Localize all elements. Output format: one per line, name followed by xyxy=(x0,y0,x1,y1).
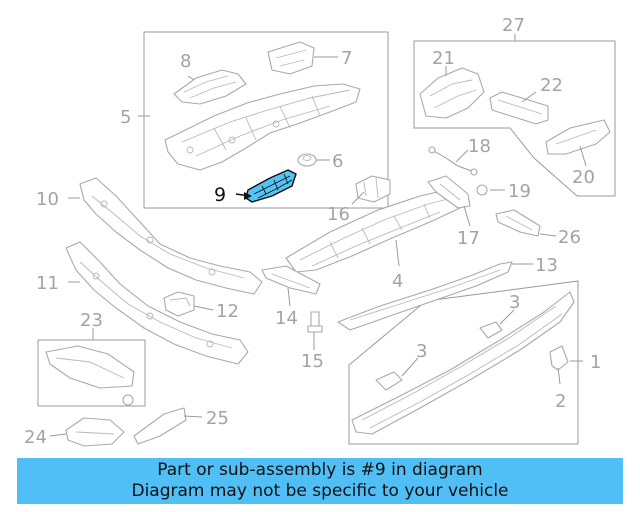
callout-7[interactable]: 7 xyxy=(341,48,352,69)
callout-26[interactable]: 26 xyxy=(558,227,581,248)
group-box-1 xyxy=(348,280,579,445)
group-box-27 xyxy=(413,40,616,197)
part-3-gusset-lower[interactable] xyxy=(375,371,403,391)
part-15-bolt[interactable] xyxy=(307,311,323,333)
banner-part-line: Part or sub-assembly is #9 in diagram xyxy=(157,460,483,480)
part-17-floor-panel[interactable] xyxy=(427,175,471,209)
callout-16[interactable]: 16 xyxy=(327,204,350,225)
part-19-grommet[interactable] xyxy=(476,184,488,196)
part-21-bracket-assembly[interactable] xyxy=(419,67,485,119)
callout-13[interactable]: 13 xyxy=(535,255,558,276)
callout-1[interactable]: 1 xyxy=(590,352,601,373)
part-20-bracket[interactable] xyxy=(545,119,611,155)
banner-disclaimer-line: Diagram may not be specific to your vehi… xyxy=(131,481,509,501)
callout-17[interactable]: 17 xyxy=(457,228,480,249)
part-18-harness[interactable] xyxy=(428,146,478,176)
part-8-heat-shield[interactable] xyxy=(173,69,247,105)
group-box-23 xyxy=(37,339,146,407)
callout-9-highlighted[interactable]: 9 xyxy=(214,184,226,206)
part-13-sill-reinforcement[interactable] xyxy=(337,261,513,331)
callout-8[interactable]: 8 xyxy=(180,51,191,72)
part-14-plate[interactable] xyxy=(261,265,321,295)
callout-3-lower[interactable]: 3 xyxy=(416,341,427,362)
part-2-bracket[interactable] xyxy=(549,345,569,371)
callout-27[interactable]: 27 xyxy=(502,15,525,36)
callout-24[interactable]: 24 xyxy=(24,427,47,448)
leader-lines xyxy=(49,34,587,437)
callout-2[interactable]: 2 xyxy=(555,391,566,412)
part-9-reinforcement[interactable] xyxy=(245,169,297,203)
callout-12[interactable]: 12 xyxy=(216,301,239,322)
part-1-rocker-panel[interactable] xyxy=(351,291,575,435)
callout-18[interactable]: 18 xyxy=(468,136,491,157)
part-23-under-cover[interactable] xyxy=(45,345,135,406)
callout-15[interactable]: 15 xyxy=(301,351,324,372)
part-6-grommet[interactable] xyxy=(297,153,317,167)
callout-20[interactable]: 20 xyxy=(572,167,595,188)
part-25-bracket[interactable] xyxy=(133,407,187,445)
part-10-side-rail[interactable] xyxy=(79,177,263,295)
callout-23[interactable]: 23 xyxy=(80,310,103,331)
part-26-panel[interactable] xyxy=(495,209,541,237)
group-box-5 xyxy=(143,31,389,209)
callout-10[interactable]: 10 xyxy=(36,189,59,210)
part-11-side-member[interactable] xyxy=(65,241,249,365)
callout-25[interactable]: 25 xyxy=(206,408,229,429)
callout-14[interactable]: 14 xyxy=(275,308,298,329)
part-7-bracket[interactable] xyxy=(267,41,315,75)
callout-numbers: 1 2 3 3 4 5 6 7 8 10 11 12 13 14 15 16 1… xyxy=(24,15,601,448)
info-banner: Part or sub-assembly is #9 in diagram Di… xyxy=(17,458,623,504)
callout-19[interactable]: 19 xyxy=(508,181,531,202)
callout-5[interactable]: 5 xyxy=(120,107,131,128)
part-5-floor-tunnel[interactable] xyxy=(164,83,361,171)
part-4-floor-pan[interactable] xyxy=(285,189,467,273)
part-16-bracket[interactable] xyxy=(355,175,391,203)
part-12-bracket[interactable] xyxy=(163,291,195,317)
callout-4[interactable]: 4 xyxy=(392,271,403,292)
part-24-cover[interactable] xyxy=(65,417,125,447)
callout-11[interactable]: 11 xyxy=(36,273,59,294)
callout-3-upper[interactable]: 3 xyxy=(509,292,520,313)
part-3-gusset-upper[interactable] xyxy=(479,321,503,339)
callout-22[interactable]: 22 xyxy=(540,75,563,96)
callout-6[interactable]: 6 xyxy=(332,151,343,172)
part-22-channel[interactable] xyxy=(489,91,549,125)
callout-21[interactable]: 21 xyxy=(432,48,455,69)
